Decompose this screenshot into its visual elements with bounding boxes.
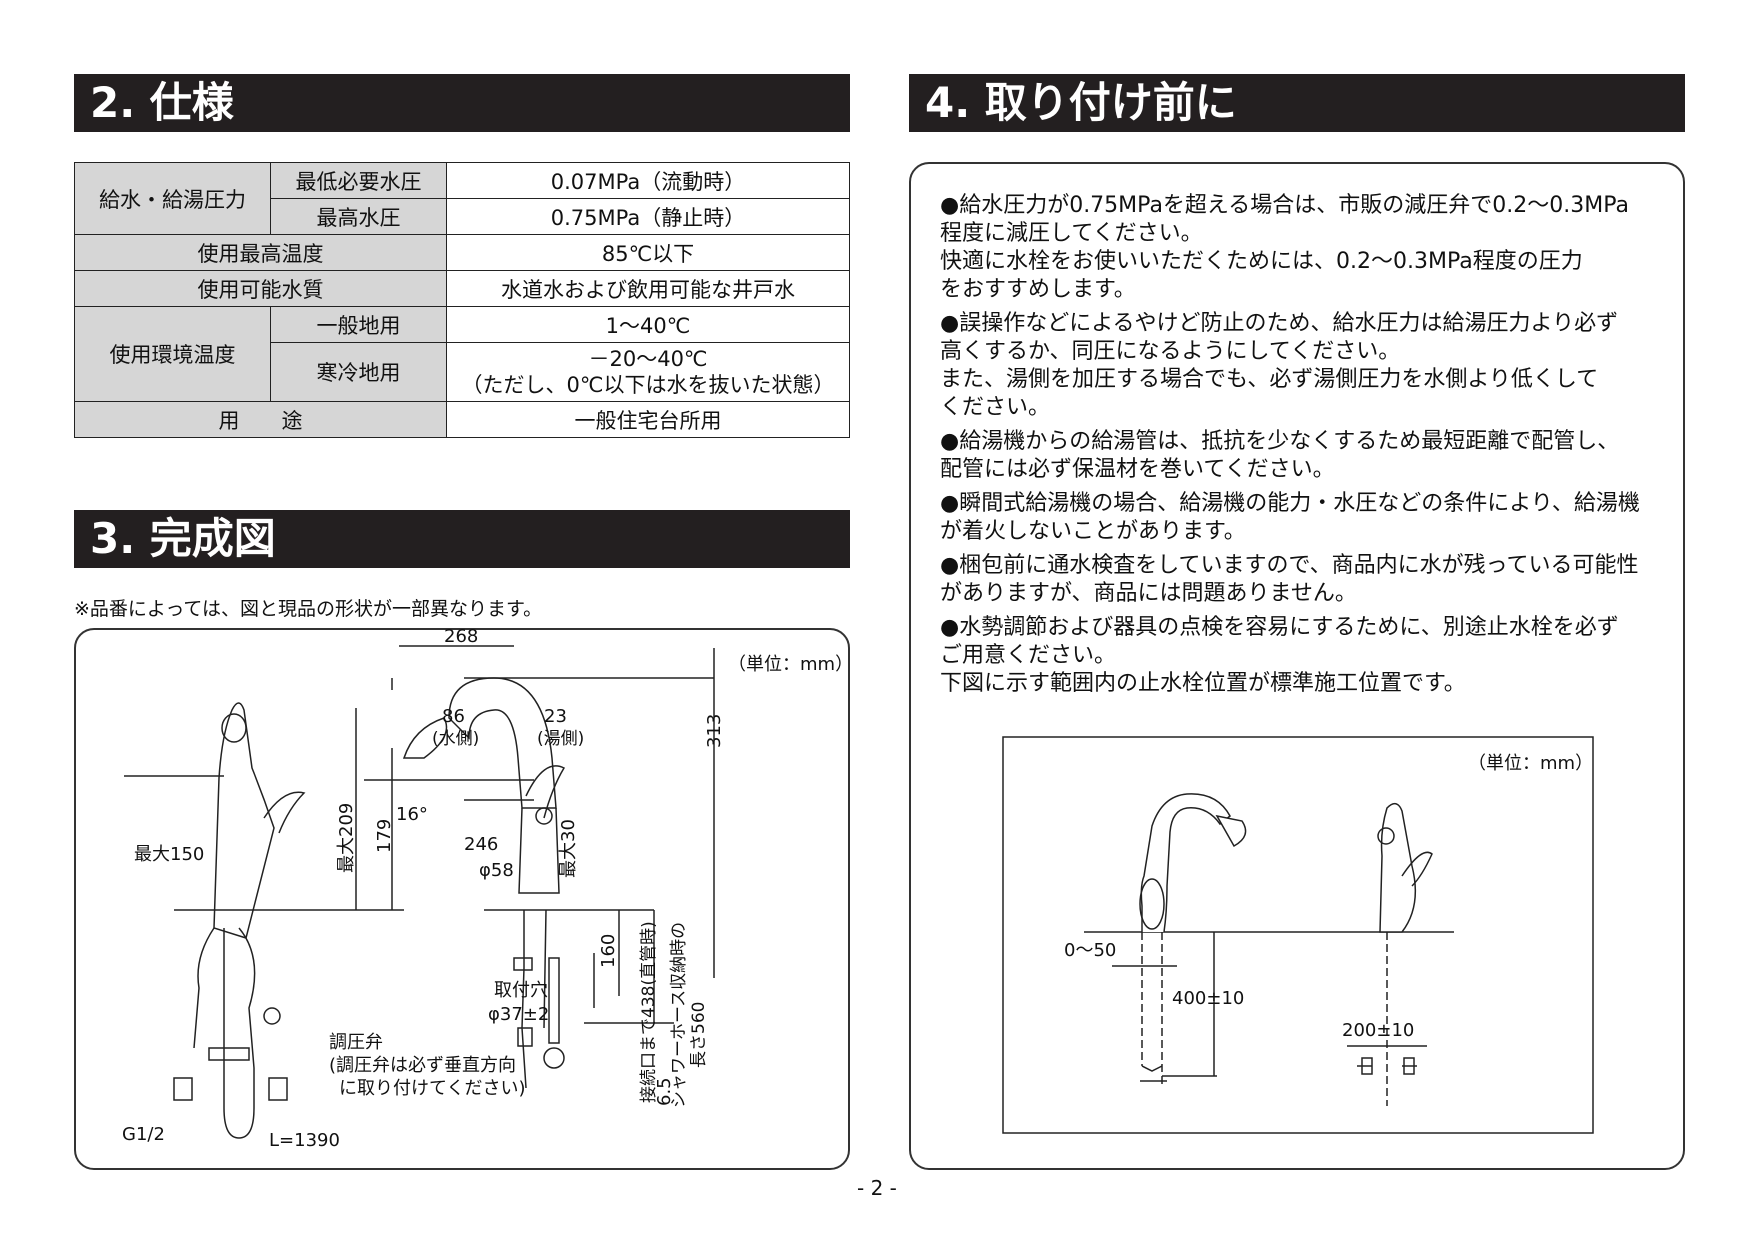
bullet-item: ●給湯機からの給湯管は、抵抗を少なくするため最短距離で配管し、配管には必ず保温材… [940,428,1660,484]
bullet-line: 快適に水栓をお使いいただくためには、0.2～0.3MPa程度の圧力 [940,249,1583,274]
label-valve-note2: に取り付けてください) [339,1078,525,1099]
label-hot-side: (湯側) [537,729,584,749]
label-water-side: (水側) [432,729,479,749]
angle-16: 16° [396,804,428,825]
label-g12: G1/2 [122,1124,165,1145]
section-header-complete: 3. 完成図 [74,510,850,568]
unit-label-right: （単位：mm） [1468,753,1593,774]
dim-268: 268 [444,628,478,647]
dim-max30: 最大30 [558,819,579,878]
section-header-spec: 2. 仕様 [74,74,850,132]
dim-6-5: 6.5 [654,1077,675,1106]
dim-438: 接続口まで438(直管時) [639,921,659,1103]
spec-cold-value-line1: －20～40℃ [588,347,708,371]
bullet-line: 配管には必ず保温材を巻いてください。 [940,457,1335,482]
section-header-before-install: 4. 取り付け前に [909,74,1685,132]
bullet-line: ●瞬間式給湯機の場合、給湯機の能力・水圧などの条件により、給湯機 [940,491,1640,516]
dim-200: 200±10 [1342,1020,1414,1041]
completion-drawing: 268 86 (水側) 23 (湯側) 313 最大209 179 16° 24… [122,628,725,1151]
before-install-box [909,162,1685,1170]
bullet-line: 下図に示す範囲内の止水栓位置が標準施工位置です。 [940,671,1466,696]
spec-max-pressure-value: 0.75MPa（静止時） [446,198,850,235]
spec-env-temp-label: 使用環境温度 [74,306,271,402]
bullet-item: ●梱包前に通水検査をしていますので、商品内に水が残っている可能性がありますが、商… [940,552,1660,608]
dim-86: 86 [442,706,465,727]
label-l1390: L=1390 [269,1130,340,1151]
label-mount-hole: 取付穴 [494,980,548,1001]
dim-0-50: 0～50 [1064,940,1116,961]
spec-min-pressure-value: 0.07MPa（流動時） [446,162,850,199]
spec-supply-pressure-label: 給水・給湯圧力 [74,162,271,235]
spec-general-label: 一般地用 [270,306,447,343]
dim-phi58: φ58 [479,860,514,881]
spec-water-quality-value: 水道水および飲用可能な井戸水 [446,270,850,307]
dim-560-line1: シャワーホース収納時の [669,922,689,1108]
spec-cold-value-line2: （ただし、0℃以下は水を抜いた状態） [461,373,835,397]
stop-valve-position-drawing: （単位：mm） 0～50 400±10 200±10 [1002,736,1594,1134]
spec-use-value: 一般住宅台所用 [446,401,850,438]
spec-water-quality-label: 使用可能水質 [74,270,447,307]
bullet-line: 高くするか、同圧になるようにしてください。 [940,339,1401,364]
spec-table: 給水・給湯圧力 最低必要水圧 0.07MPa（流動時） 最高水圧 0.75MPa… [74,162,850,438]
bullet-line: をおすすめします。 [940,277,1136,302]
spec-cold-value: －20～40℃（ただし、0℃以下は水を抜いた状態） [446,342,850,402]
bullet-line: また、湯側を加圧する場合でも、必ず湯側圧力を水側より低くして [940,367,1599,392]
label-valve: 調圧弁 [329,1032,383,1053]
bullet-line: ●給水圧力が0.75MPaを超える場合は、市販の減圧弁で0.2～0.3MPa [940,193,1629,218]
bullet-item: ●水勢調節および器具の点検を容易にするために、別途止水栓を必ずご用意ください。下… [940,614,1660,698]
bullet-item: ●瞬間式給湯機の場合、給湯機の能力・水圧などの条件により、給湯機が着火しないこと… [940,490,1660,546]
spec-max-pressure-label: 最高水圧 [270,198,447,235]
dim-160: 160 [598,934,619,968]
spec-max-temp-value: 85℃以下 [446,234,850,271]
spec-general-value: 1～40℃ [446,306,850,343]
dim-400: 400±10 [1172,988,1244,1009]
dim-max150: 最大150 [134,844,204,865]
unit-label-left: （単位：mm） [728,654,854,675]
label-valve-note1: (調圧弁は必ず垂直方向 [329,1055,516,1076]
bullet-line: ●誤操作などによるやけど防止のため、給水圧力は給湯圧力より必ず [940,311,1619,336]
bullet-line: ご用意ください。 [940,643,1117,668]
spec-cold-label: 寒冷地用 [270,342,447,402]
bullet-list: ●給水圧力が0.75MPaを超える場合は、市販の減圧弁で0.2～0.3MPa 程度… [940,192,1660,704]
bullet-line: がありますが、商品には問題ありません。 [940,581,1357,606]
dim-313: 313 [704,714,725,748]
dim-246: 246 [464,834,498,855]
bullet-item: ●給水圧力が0.75MPaを超える場合は、市販の減圧弁で0.2～0.3MPa 程度… [940,192,1660,304]
dim-max209: 最大209 [336,803,357,873]
completion-drawing-box [74,628,850,1170]
spec-use-label: 用 途 [74,401,447,438]
bullet-line: ●給湯機からの給湯管は、抵抗を少なくするため最短距離で配管し、 [940,429,1620,454]
bullet-line: ください。 [940,395,1051,420]
spec-min-pressure-label: 最低必要水圧 [270,162,447,199]
bullet-line: 程度に減圧してください。 [940,221,1203,246]
bullet-line: ●水勢調節および器具の点検を容易にするために、別途止水栓を必ず [940,615,1619,640]
dim-560-line2: 長さ560 [689,1002,709,1068]
page-number: - 2 - [857,1176,897,1200]
bullet-item: ●誤操作などによるやけど防止のため、給水圧力は給湯圧力より必ず高くするか、同圧に… [940,310,1660,422]
dim-179: 179 [374,819,395,853]
shape-note: ※品番によっては、図と現品の形状が一部異なります。 [74,598,543,620]
spec-max-temp-label: 使用最高温度 [74,234,447,271]
bullet-line: が着火しないことがあります。 [940,519,1246,544]
dim-mount-hole: φ37±2 [488,1004,549,1025]
dim-23: 23 [544,706,567,727]
bullet-line: ●梱包前に通水検査をしていますので、商品内に水が残っている可能性 [940,553,1639,578]
